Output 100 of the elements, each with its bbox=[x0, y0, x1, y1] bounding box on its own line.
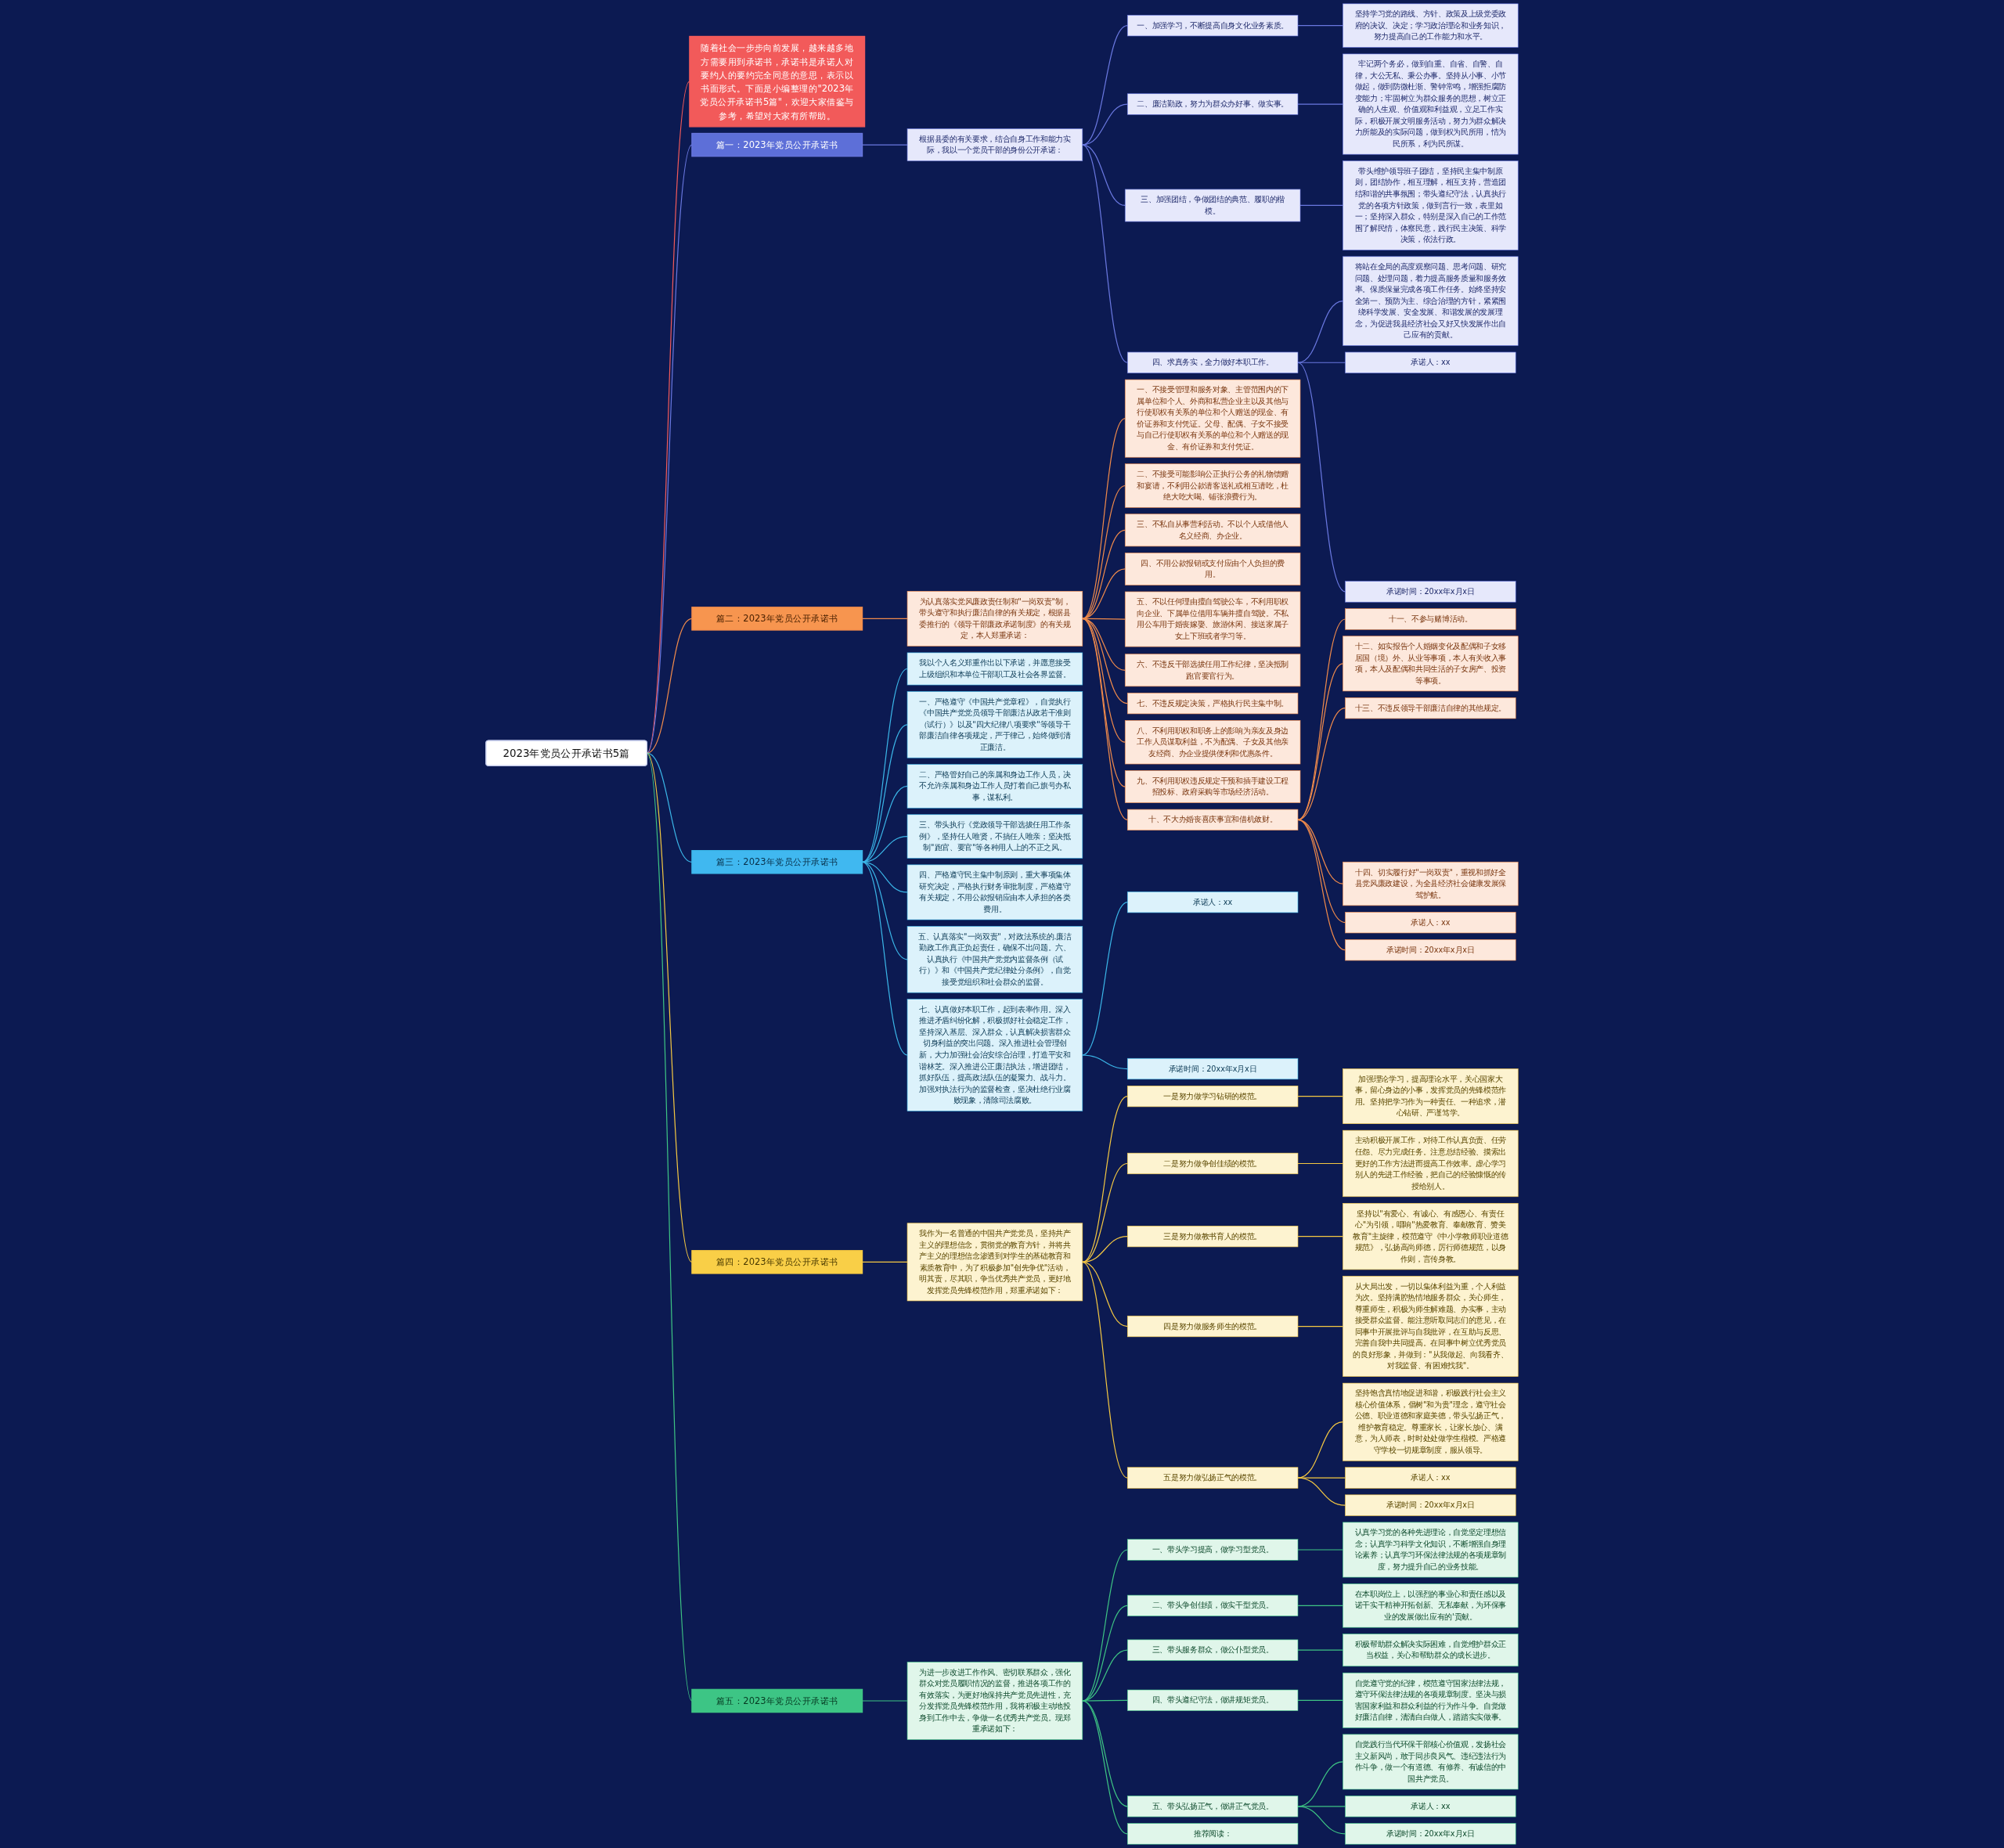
connector bbox=[862, 618, 908, 619]
node-box: 二、廉洁勤政，努力为群众办好事、做实事。 bbox=[1126, 93, 1299, 115]
node-box: 二是努力做争创佳绩的模范。 bbox=[1126, 1152, 1299, 1175]
node-box: 十、不大办婚丧喜庆事宜和借机敛财。 bbox=[1126, 809, 1299, 830]
node-box: 承诺人：xx bbox=[1345, 1467, 1516, 1489]
node-box: 二、不接受可能影响公正执行公务的礼物馈赠和宴请，不利用公款请客送礼或相互请吃，杜绝大吃大喝、铺张浪费行为。 bbox=[1124, 463, 1301, 508]
node-box: 承诺时间：20xx年x月x日 bbox=[1126, 1057, 1299, 1080]
node-box: 积极帮助群众解决实际困难，自觉维护群众正当权益，关心和帮助群众的成长进步。 bbox=[1343, 1634, 1519, 1667]
node-box: 为进一步改进工作作风、密切联系群众，强化群众对党员履职情况的监督，推进各项工作的有效落实，为更好地保持共产党员先进性，充分发挥党员先锋模范作用，我将积极主动地投身到工作中去，争做一名优秀共产党员。现郑重承诺如下： bbox=[906, 1662, 1083, 1740]
node-box: 一、带头学习提高，做学习型党员。 bbox=[1126, 1539, 1299, 1561]
node-box: 三、带头服务群众，做公仆型党员。 bbox=[1126, 1639, 1299, 1661]
node-box: 承诺时间：20xx年x月x日 bbox=[1345, 939, 1516, 961]
connector bbox=[1297, 301, 1344, 363]
connector bbox=[1082, 25, 1128, 146]
connector bbox=[1082, 485, 1126, 619]
node-box: 五是努力做弘扬正气的模范。 bbox=[1126, 1467, 1299, 1489]
node-box: 五、不以任何理由擅自驾驶公车，不利用职权向企业、下属单位借用车辆并擅自驾驶。不私用公车用于婚丧嫁娶、旅游休闲、接送家属子女上下班或者学习等。 bbox=[1124, 591, 1301, 647]
connector bbox=[1297, 25, 1344, 27]
connector bbox=[1082, 103, 1128, 146]
node-box: 在本职岗位上，以强烈的事业心和责任感以及诺干实干精神开拓创新、无私奉献，为环保事业的发展做出应有的'贡献。 bbox=[1343, 1583, 1519, 1628]
connector bbox=[862, 1700, 908, 1702]
connector bbox=[1082, 144, 1128, 363]
connector bbox=[1082, 1054, 1128, 1070]
connector bbox=[1297, 618, 1346, 820]
connector bbox=[862, 144, 908, 146]
connector bbox=[1297, 1549, 1344, 1551]
node-box: 认真学习党的各种先进理论，自觉坚定理想信念；认真学习科学文化知识，不断增强自身理论素养；认真学习环保法律法规的各项规章制度，努力提升自己的业务技能。 bbox=[1343, 1522, 1519, 1578]
node-box: 十四、切实履行好"一岗双责"，重视和抓好全县党风廉政建设，为全县经济社会健康发展保驾护航。 bbox=[1343, 861, 1519, 906]
node-box: 三、带头执行《党政领导干部选拔任用工作条例》，坚持任人唯贤，不搞任人唯亲；坚决抵制"跑官、要官"等各种用人上的不正之风。 bbox=[906, 814, 1083, 859]
node-box: 三是努力做教书育人的模范。 bbox=[1126, 1226, 1299, 1248]
node-box: 四、求真务实，全力做好本职工作。 bbox=[1126, 351, 1299, 373]
node-box: 八、不利用职权和职务上的影响为亲友及身边工作人员谋取利益，不为配偶、子女及其他亲友经商、办企业提供便利和优惠条件。 bbox=[1124, 720, 1301, 765]
node-box: 一是努力做学习钻研的模范。 bbox=[1126, 1086, 1299, 1108]
connector bbox=[1297, 103, 1344, 105]
node-box: 六、不违反干部选拔任用工作纪律，坚决抵制跑官要官行为。 bbox=[1124, 654, 1301, 687]
node-box: 篇四：2023年党员公开承诺书 bbox=[691, 1250, 863, 1274]
node-box: 承诺人：xx bbox=[1345, 1796, 1516, 1817]
node-box: 九、不利用职权违反规定干预和插手建设工程招投标、政府采购等市场经济活动。 bbox=[1124, 770, 1301, 803]
node-box: 十二、如实报告个人婚姻变化及配偶和子女移居国（境）外、从业等事项，本人有关收入事项，本人及配偶和共同生活的子女房产、投资等事项。 bbox=[1343, 636, 1519, 692]
node-box: 坚持学习党的路线、方针、政策及上级党委政府的决议、决定；学习政治理论和业务知识，努力提高自己的工作能力和水平。 bbox=[1343, 3, 1519, 48]
node-box: 主动积极开展工作，对待工作认真负责、任劳任怨、尽力完成任务。注意总结经验、摸索出更好的工作方法进而提高工作效率。虚心学习别人的先进工作经验，把自己的经验慷慨的传授给别人。 bbox=[1343, 1129, 1519, 1198]
node-box: 加强理论学习，提高理论水平，关心国家大事，留心身边的小事，发挥党员的先锋模范作用。坚持把学习作为一种责任、一种追求，潜心钻研、严谨笃学。 bbox=[1343, 1068, 1519, 1124]
node-box: 一、加强学习，不断提高自身文化业务素质。 bbox=[1126, 15, 1299, 37]
node-box: 四、严格遵守民主集中制原则，重大事项集体研究决定，严格执行财务审批制度，严格遵守有关规定，不用公款报销应由本人承担的各类费用。 bbox=[906, 864, 1083, 920]
connector bbox=[1082, 618, 1126, 787]
node-box: 坚持以"有爱心、有诚心、有感恩心、有责任心"为引领，唱响"热爱教育、奉献教育、赞美教育"主旋律，模范遵守《中小学教师职业道德规范》，弘扬高尚师德，厉行师德规范，以身作则，言传身教。 bbox=[1343, 1203, 1519, 1270]
connector bbox=[1297, 819, 1346, 951]
connector bbox=[1082, 529, 1126, 619]
node-box: 承诺人：xx bbox=[1345, 912, 1516, 934]
connector bbox=[1082, 1700, 1128, 1835]
node-box: 二、带头争创佳绩，做实干型党员。 bbox=[1126, 1594, 1299, 1616]
connector bbox=[1082, 1549, 1128, 1702]
node-box: 我作为一名普通的中国共产党党员，坚持共产主义的理想信念，贯彻党的教育方针，并将共产主义的理想信念渗透到对学生的基础教育和素质教育中，为了积极参加"创先争优"活动，明其责，尽其职，争当优秀共产党员，更好地发挥党员先锋模范作用，郑重承诺如下： bbox=[906, 1223, 1083, 1302]
node-box: 一、严格遵守《中国共产党章程》，自觉执行《中国共产党党员领导干部廉洁从政若干准则（试行）》以及"四大纪律八项要求"等领导干部廉洁自律各项规定，严于律己，始终做到清正廉洁。 bbox=[906, 691, 1083, 758]
connector bbox=[1297, 1605, 1344, 1606]
node-box: 十一、不参与赌博活动。 bbox=[1345, 608, 1516, 630]
node-box: 四、带头遵纪守法，做讲规矩党员。 bbox=[1126, 1689, 1299, 1711]
connector bbox=[1297, 1477, 1346, 1479]
connector bbox=[1082, 568, 1126, 619]
connector bbox=[1297, 1162, 1344, 1165]
connector bbox=[1297, 1806, 1346, 1835]
node-box: 四是努力做服务师生的模范。 bbox=[1126, 1315, 1299, 1338]
node-box: 七、不违反规定决策，严格执行民主集中制。 bbox=[1126, 693, 1299, 715]
connector bbox=[862, 668, 908, 863]
node-box: 我以个人名义郑重作出以下承诺，并愿意接受上级组织和本单位干部职工及社会各界监督。 bbox=[906, 652, 1083, 686]
node-box: 篇三：2023年党员公开承诺书 bbox=[691, 850, 863, 874]
connector bbox=[1082, 1605, 1128, 1702]
node-box: 四、不用公款报销或支付应由个人负担的费用。 bbox=[1124, 553, 1301, 585]
node-box: 二、严格管好自己的亲属和身边工作人员，决不允许亲属和身边工作人员打着自己旗号办私事，谋私利。 bbox=[906, 764, 1083, 809]
node-box: 推荐阅读： bbox=[1126, 1823, 1299, 1845]
connector bbox=[862, 1261, 908, 1263]
node-box: 篇一：2023年党员公开承诺书 bbox=[691, 132, 863, 157]
connector bbox=[1297, 362, 1346, 593]
node-box: 从大局出发，一切以集体利益为重，个人利益为次。坚持满腔热情地服务群众，关心师生，尊重师生，积极为师生解难题、办实事，主动接受群众监督。能注意听取同志们的意见，在同事中开展批评与自我批评，在互助与反思、完善自我中共同提高。在同事中树立优秀党员的良好形象，并做到："从我做起、向我看齐、对我监督、有困难找我"。 bbox=[1343, 1276, 1519, 1377]
node-box: 根据县委的有关要求，结合自身工作和能力实际，我以一个党员干部的身份公开承诺： bbox=[906, 128, 1083, 161]
node-box: 自觉遵守党的纪律，模范遵守国家法律法规，遵守环保法律法规的各项规章制度。坚决与损害国家利益和群众利益的行为作斗争。自觉做好廉洁自律，清清白白做人，踏踏实实做事。 bbox=[1343, 1672, 1519, 1728]
node-box: 将站在全局的高度观察问题、思考问题、研究问题、处理问题，着力提高服务质量和服务效率。保质保量完成各项工作任务。始终坚持安全第一、预防为主、综合治理的方针，紧紧围绕科学发展、安全发展、和谐发展的发展理念，为促进我县经济社会又好又快发展作出自己应有的贡献。 bbox=[1343, 256, 1519, 346]
connector bbox=[862, 724, 908, 863]
connector bbox=[1297, 708, 1346, 820]
connector bbox=[1297, 1096, 1344, 1097]
connector bbox=[1297, 1477, 1346, 1506]
connector bbox=[1082, 618, 1128, 820]
node-box: 十三、不违反领导干部廉洁自律的其他规定。 bbox=[1345, 697, 1516, 719]
node-box: 承诺时间：20xx年x月x日 bbox=[1345, 581, 1516, 603]
node-box: 承诺人：xx bbox=[1345, 351, 1516, 373]
node-box: 一、不接受管理和服务对象、主管范围内的下属单位和个人、外商和私营企业主以及其他与行使职权有关系的单位和个人赠送的现金、有价证券和支付凭证。父母、配偶、子女不接受与自己行使职权有关系的单位和个人赠送的现金、有价证券和支付凭证。 bbox=[1124, 379, 1301, 458]
node-box: 自觉践行当代环保干部核心价值观，发扬社会主义新风尚，敢于同步良风气、违纪违法行为作斗争，做一个有道德、有修养、有诚信的中国共产党员。 bbox=[1343, 1734, 1519, 1790]
connector bbox=[1297, 1325, 1344, 1327]
node-box: 篇五：2023年党员公开承诺书 bbox=[691, 1688, 863, 1713]
node-box: 带头维护领导班子团结，坚持民主集中制原则，团结协作，相互理解，相互支持，营造团结和谐的共事氛围；带头遵纪守法，认真执行党的各项方针政策，做到言行一致，表里如一；坚持深入群众，特别是深入自己的工作范围了解民情，体察民意，践行民主决策、科学决策，依法行政。 bbox=[1343, 160, 1519, 250]
node-box: 三、加强团结，争做团结的典范、履职的楷模。 bbox=[1124, 189, 1301, 222]
node-box: 承诺时间：20xx年x月x日 bbox=[1345, 1823, 1516, 1845]
connector bbox=[1299, 204, 1344, 207]
connector bbox=[1082, 1261, 1128, 1327]
node-box: 五、带头弘扬正气，做讲正气党员。 bbox=[1126, 1796, 1299, 1817]
connector bbox=[1082, 1162, 1128, 1263]
connector bbox=[1082, 1096, 1128, 1263]
node-box: 五、认真落实"一岗双责"，对政法系统的.廉洁勤政工作真正负起责任，确保不出问题。六、认真执行《中国共产党党内监督条例（试行）》和《中国共产党纪律处分条例》，自觉接受党组织和社会群众的监督。 bbox=[906, 926, 1083, 993]
node-box: 为认真落实党风廉政责任制和"一岗双责"制，带头遵守和执行廉洁自律的有关规定，根据县委推行的《领导干部廉政承诺制度》的有关规定，本人郑重承诺： bbox=[906, 591, 1083, 647]
node-box: 承诺时间：20xx年x月x日 bbox=[1345, 1494, 1516, 1516]
